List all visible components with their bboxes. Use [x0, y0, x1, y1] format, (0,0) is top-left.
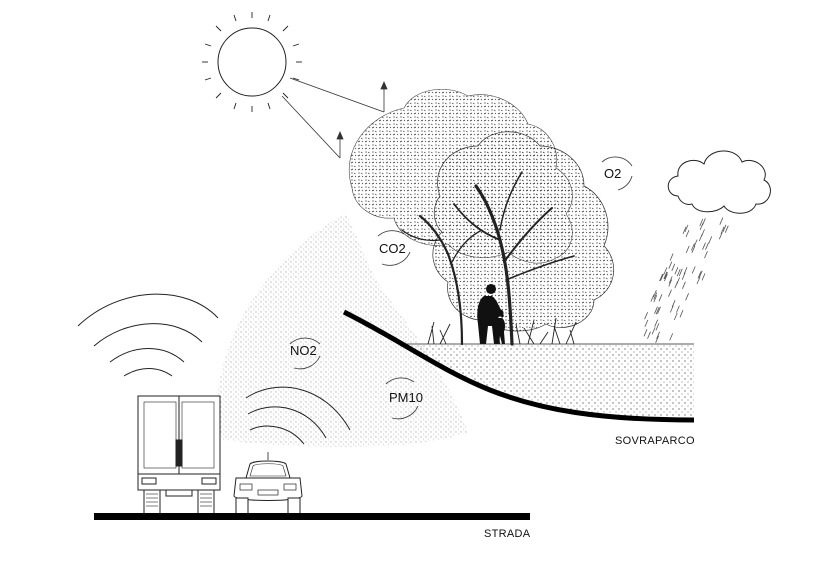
pm10-label: PM10	[389, 390, 423, 405]
solar-ray-arrows	[281, 77, 388, 159]
o2-label: O2	[604, 166, 622, 181]
car-icon	[233, 452, 303, 515]
cloud-icon	[667, 150, 771, 214]
tree-icon	[348, 89, 615, 346]
no2-label: NO2	[290, 343, 317, 358]
road-slab	[94, 513, 530, 520]
sovraparco-label: SOVRAPARCO	[615, 435, 695, 447]
strada-label: STRADA	[484, 528, 531, 540]
sovraparco-section	[342, 309, 695, 423]
person-icon	[477, 284, 504, 344]
sun-icon	[202, 12, 302, 112]
rain-icon	[643, 217, 729, 343]
co2-label: CO2	[379, 241, 406, 256]
truck-icon	[137, 395, 221, 515]
noise-wave-icon	[77, 293, 351, 445]
cycle-arrow-icon	[289, 156, 633, 420]
pollution-haze	[217, 214, 468, 447]
child-icon	[494, 309, 506, 344]
shrubs	[427, 317, 577, 345]
